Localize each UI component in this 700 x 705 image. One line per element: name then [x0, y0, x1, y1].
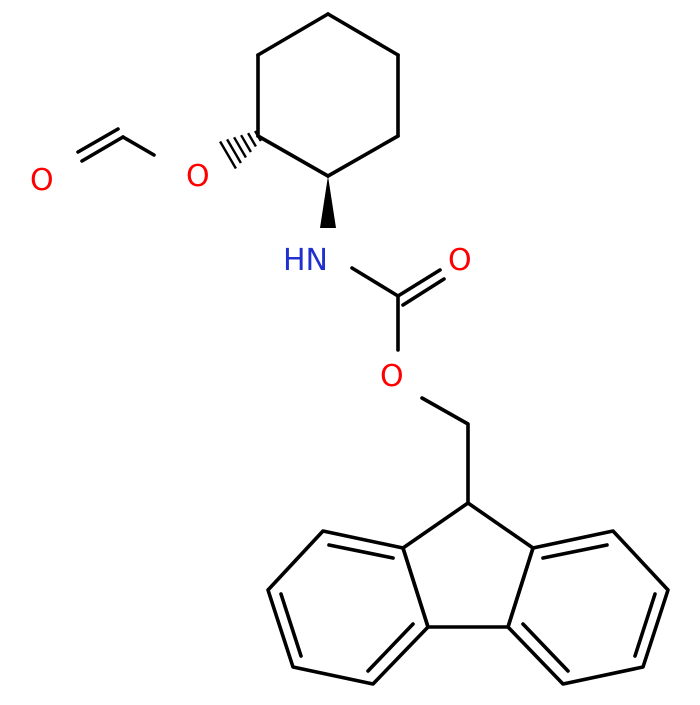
formyl-double-bond	[76, 127, 125, 163]
fluorene-left-benzene	[266, 529, 430, 686]
fluorene-right-benzene	[506, 529, 670, 686]
carbamate-double-bond	[396, 268, 446, 307]
o-carbamate-carbonyl-label: O	[448, 243, 472, 278]
nh-label: HN	[283, 243, 328, 278]
ester-single-bond	[121, 135, 156, 157]
hashed-wedge-bond	[219, 130, 262, 170]
o-carbamate-ether-label: O	[380, 359, 404, 394]
o-formyl-label: O	[30, 163, 54, 198]
linker-bonds	[420, 396, 470, 505]
cyclohexane-ring	[256, 12, 400, 178]
ring-bond	[326, 12, 400, 57]
ring-bond	[256, 134, 330, 178]
bold-wedge-bond	[320, 176, 336, 228]
ring-bond	[326, 134, 400, 178]
o-ester-label: O	[186, 159, 210, 194]
ring-bond	[256, 12, 330, 57]
amide-bond	[350, 266, 400, 298]
